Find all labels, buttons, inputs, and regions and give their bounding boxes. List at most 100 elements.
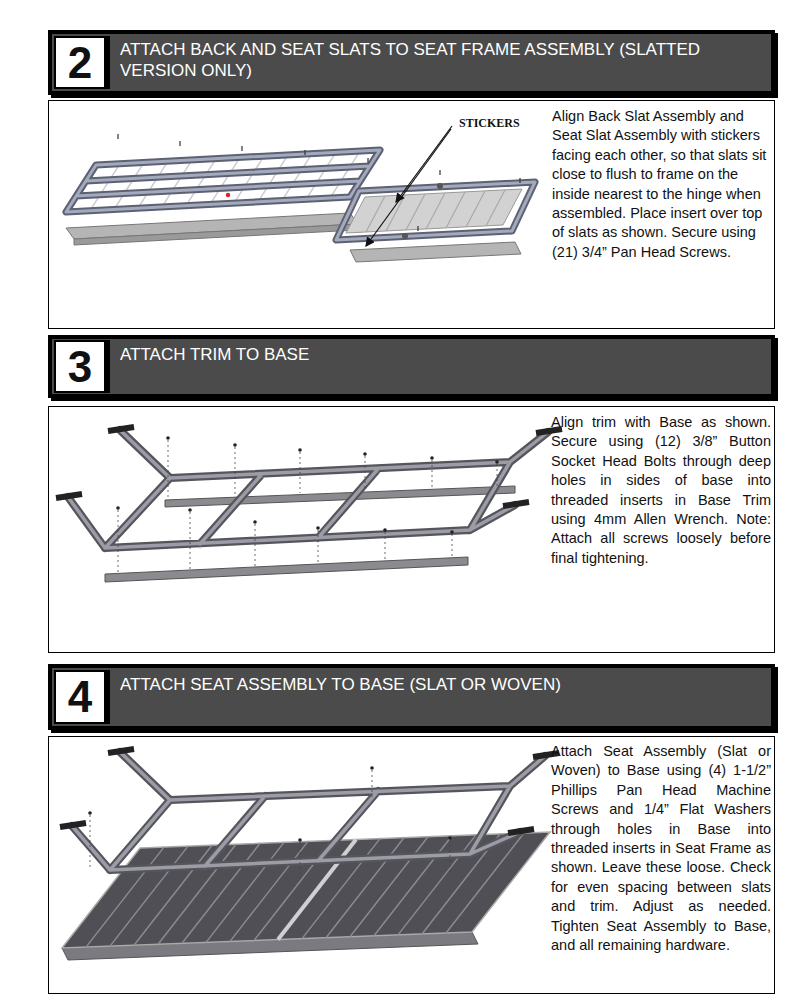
panel-divider [278, 840, 356, 940]
instruction-text: Align trim with Base as shown. Secure us… [551, 413, 771, 568]
marker-dot [226, 193, 230, 197]
drawing-part [300, 452, 301, 493]
hinge-dot [437, 183, 443, 189]
step2-drawing [66, 126, 535, 262]
drawing-part [432, 460, 433, 488]
drawing-part [300, 842, 301, 880]
step-title: ATTACH SEAT ASSEMBLY TO BASE (SLAT OR WO… [120, 674, 760, 695]
drawing-part [117, 134, 118, 139]
drawing-part [166, 436, 170, 440]
drawing-part [90, 815, 91, 870]
drawing-part [233, 443, 237, 447]
drawing-part [503, 502, 529, 506]
drawing-part [383, 528, 387, 532]
back-slat-plate-edge [74, 224, 358, 245]
step-panel: Attach Seat Assembly (Slat or Woven) to … [48, 736, 775, 994]
drawing-part [446, 192, 465, 228]
drawing-part [108, 749, 134, 753]
drawing-part [426, 193, 445, 229]
drawing-part [302, 839, 380, 939]
seat-frame [336, 182, 535, 240]
drawing-part [253, 520, 257, 524]
drawing-part [316, 526, 320, 530]
drawing-part [318, 530, 319, 564]
leg-plates [56, 427, 562, 506]
drawing-part [370, 766, 374, 770]
drawing-part [386, 195, 405, 231]
drawing-part [60, 823, 86, 827]
drawing-part [336, 182, 535, 240]
drawing-part [72, 752, 545, 870]
drawing-part [508, 829, 534, 833]
leader-line [366, 129, 451, 246]
base-frame-highlight [72, 752, 545, 870]
part-label: STICKERS [458, 116, 521, 131]
drawing-part [114, 163, 144, 210]
drawing-part [466, 191, 485, 227]
drawing-part [66, 150, 380, 212]
drawing-part [450, 530, 454, 534]
drawing-part [118, 510, 119, 573]
drawing-part [134, 845, 212, 945]
step-panel: Align trim with Base as shown. Secure us… [48, 406, 775, 653]
seat-panel-slats [86, 833, 524, 947]
drawing-part [241, 146, 242, 151]
drawing-part [66, 150, 380, 212]
screws [88, 766, 452, 842]
front-trim [105, 557, 468, 582]
drawing-part [350, 837, 428, 937]
instruction-text: Attach Seat Assembly (Slat or Woven) to … [551, 742, 771, 955]
drawing-part [374, 836, 452, 936]
step-header: ATTACH TRIM TO BASE3 [48, 335, 775, 398]
drawing-part [88, 811, 92, 815]
screws [118, 134, 520, 231]
drawing-part [365, 456, 366, 490]
drawing-part [366, 196, 385, 232]
drawing-part [497, 464, 498, 486]
drawing-part [372, 770, 373, 800]
step-header: ATTACH BACK AND SEAT SLATS TO SEAT FRAME… [48, 30, 775, 95]
drawing-part [298, 448, 302, 452]
step-header: ATTACH SEAT ASSEMBLY TO BASE (SLAT OR WO… [48, 664, 775, 730]
drawing-part [406, 194, 425, 230]
step-title: ATTACH BACK AND SEAT SLATS TO SEAT FRAME… [120, 39, 760, 81]
seat-slats [366, 190, 505, 232]
drawing-part [430, 456, 434, 460]
step-number: 2 [68, 41, 92, 85]
drawing-part [68, 430, 548, 548]
back-frame [66, 150, 380, 212]
base-frame [72, 752, 545, 870]
drawing-part [168, 440, 169, 498]
drawing-part [72, 752, 545, 870]
drawing-part [304, 150, 305, 155]
drawing-part [158, 844, 236, 944]
drawing-part [519, 178, 520, 183]
drawing-part [86, 847, 164, 947]
leg-plates [60, 749, 559, 833]
drawing-part [398, 835, 476, 935]
drawing-part [448, 836, 452, 840]
drawing-part [108, 427, 134, 431]
seat-slat-plate [350, 242, 521, 262]
step-number: 4 [68, 675, 92, 719]
leader-line [396, 126, 452, 202]
drawing-part [450, 840, 451, 875]
step3-drawing [56, 427, 562, 582]
screw-paths [90, 770, 450, 880]
drawing-part [138, 161, 168, 208]
drawing-part [486, 190, 505, 226]
drawing-part [258, 155, 288, 202]
bolts [116, 436, 499, 534]
drawing-part [326, 838, 404, 938]
drawing-part [190, 512, 191, 570]
drawing-part [363, 452, 367, 456]
drawing-part [162, 160, 192, 207]
bolt-paths [118, 440, 497, 573]
step-number: 3 [68, 345, 92, 389]
step-number-box: 2 [54, 36, 110, 89]
drawing-part [417, 226, 418, 231]
drawing-part [210, 157, 240, 204]
drawing-part [68, 430, 548, 548]
drawing-part [439, 170, 440, 175]
drawing-part [385, 532, 386, 561]
